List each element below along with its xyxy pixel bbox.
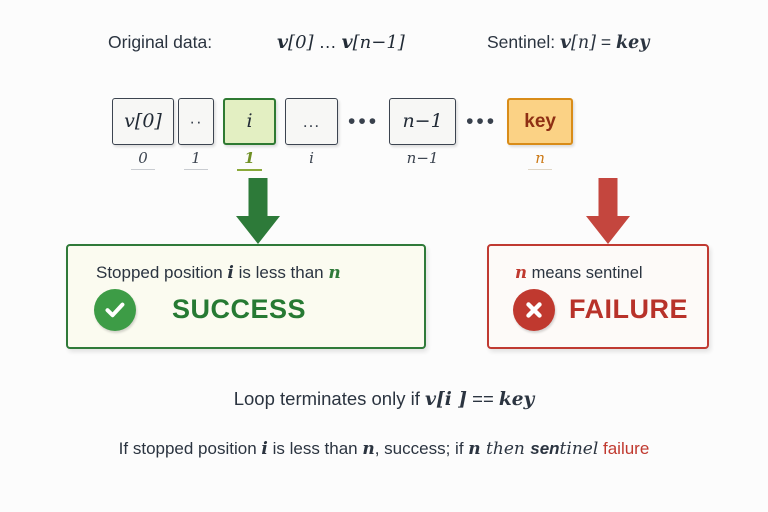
original-data-label: Original data:	[108, 32, 212, 53]
success-outcome-box[interactable]: Stopped position i is less than n SUCCES…	[66, 244, 426, 349]
array-index-i: i	[309, 149, 314, 167]
footer2-part-b: is less than	[267, 439, 363, 458]
footer1-part-a: Loop terminates only if	[233, 388, 425, 409]
array-cell-0[interactable]: v[0] 0	[112, 98, 174, 171]
expr-v-first: v	[277, 31, 289, 53]
footer2-part-c: , success; if	[374, 439, 469, 458]
expr-ellipsis: …	[318, 32, 337, 52]
arrow-head	[586, 216, 630, 244]
success-verdict-label: SUCCESS	[172, 294, 307, 324]
footer2-n2: n	[468, 439, 481, 459]
footer1-index: [i ]	[436, 389, 468, 410]
footer2-failure: failure	[603, 439, 650, 458]
success-caption: Stopped position i is less than n	[68, 263, 424, 283]
array-index-sentinel: n	[528, 149, 552, 171]
array-cell-sentinel-box[interactable]: key	[507, 98, 574, 145]
footer2-sen: sen	[530, 439, 560, 458]
array-gap-dots-right: •••	[466, 109, 498, 133]
failure-caption-n: n	[515, 262, 527, 282]
expr-index-last: [n−1]	[352, 32, 405, 53]
original-data-expression: v[0] … v[n−1]	[277, 31, 405, 53]
footer2-n: n	[362, 439, 375, 459]
failure-verdict-label: FAILURE	[569, 294, 689, 324]
sentinel-note: Sentinel: v[n] = key	[487, 31, 649, 53]
failure-caption-rest: means sentinel	[527, 263, 643, 282]
footer2-part-a: If stopped position	[118, 439, 262, 458]
arrow-shaft	[248, 178, 268, 216]
array-cell-0-value: v[0]	[124, 110, 162, 132]
footer2-then: then	[480, 439, 531, 459]
array-gap-dots-left: •••	[348, 109, 380, 133]
array-index-last: n−1	[406, 149, 439, 167]
array-row: v[0] 0 ·· 1 i 1 ... i •••	[112, 98, 574, 172]
expr-v-second: v	[341, 31, 353, 53]
array-cell-last[interactable]: n−1 n−1	[389, 98, 457, 170]
x-circle-icon	[513, 288, 555, 331]
array-cell-ellipsis-value: ...	[302, 112, 321, 131]
original-data-text: Original data:	[108, 31, 213, 52]
success-caption-i: i	[227, 262, 234, 283]
array-cell-ellipsis[interactable]: ... i	[285, 98, 338, 170]
array-index-0: 0	[131, 149, 155, 171]
expr-index-first: [0]	[288, 32, 314, 53]
sentinel-label: Sentinel:	[487, 32, 556, 52]
array-cell-ellipsis-box[interactable]: ...	[285, 98, 338, 145]
array-index-1: 1	[184, 149, 208, 171]
array-cell-sentinel-value: key	[524, 111, 556, 132]
array-cell-sentinel[interactable]: key n	[507, 98, 574, 171]
array-cell-1-value: ··	[189, 112, 203, 131]
sentinel-equals: =	[600, 32, 612, 52]
success-caption-part-b: is less than	[233, 262, 329, 282]
failure-outcome-box[interactable]: n means sentinel FAILURE	[487, 244, 709, 349]
array-index-i-current: 1	[237, 149, 262, 172]
success-caption-part-a: Stopped position	[96, 262, 228, 282]
array-cell-0-box[interactable]: v[0]	[112, 98, 174, 145]
footer1-key: key	[498, 389, 535, 410]
array-cell-last-box[interactable]: n−1	[389, 98, 457, 145]
success-caption-n: n	[328, 262, 341, 283]
failure-verdict-row: FAILURE	[489, 288, 707, 331]
footer-line-loop-condition: Loop terminates only if v[i ] == key	[0, 388, 768, 410]
array-cell-1[interactable]: ·· 1	[178, 98, 214, 171]
arrow-shaft	[598, 178, 618, 216]
footer2-tinel: tinel	[559, 439, 599, 459]
footer2-i: i	[261, 439, 268, 459]
sentinel-index: [n]	[571, 33, 596, 53]
footer1-equals: ==	[467, 388, 499, 409]
sentinel-key: key	[615, 33, 650, 53]
footer1-v: v	[425, 388, 437, 410]
array-cell-i-box[interactable]: i	[223, 98, 276, 145]
array-cell-1-box[interactable]: ··	[178, 98, 214, 145]
footer-line-summary: If stopped position i is less than n, su…	[0, 439, 768, 459]
array-cell-i-value: i	[246, 110, 253, 132]
success-verdict-row: SUCCESS	[68, 288, 424, 331]
header-row: Original data: v[0] … v[n−1] Sentinel: v…	[0, 26, 768, 58]
failure-caption: n means sentinel	[489, 263, 707, 283]
array-cell-last-value: n−1	[402, 110, 443, 132]
sentinel-v: v	[559, 31, 572, 53]
arrow-head	[236, 216, 280, 244]
array-cell-i-current[interactable]: i 1	[223, 98, 276, 172]
check-circle-icon	[94, 288, 136, 331]
